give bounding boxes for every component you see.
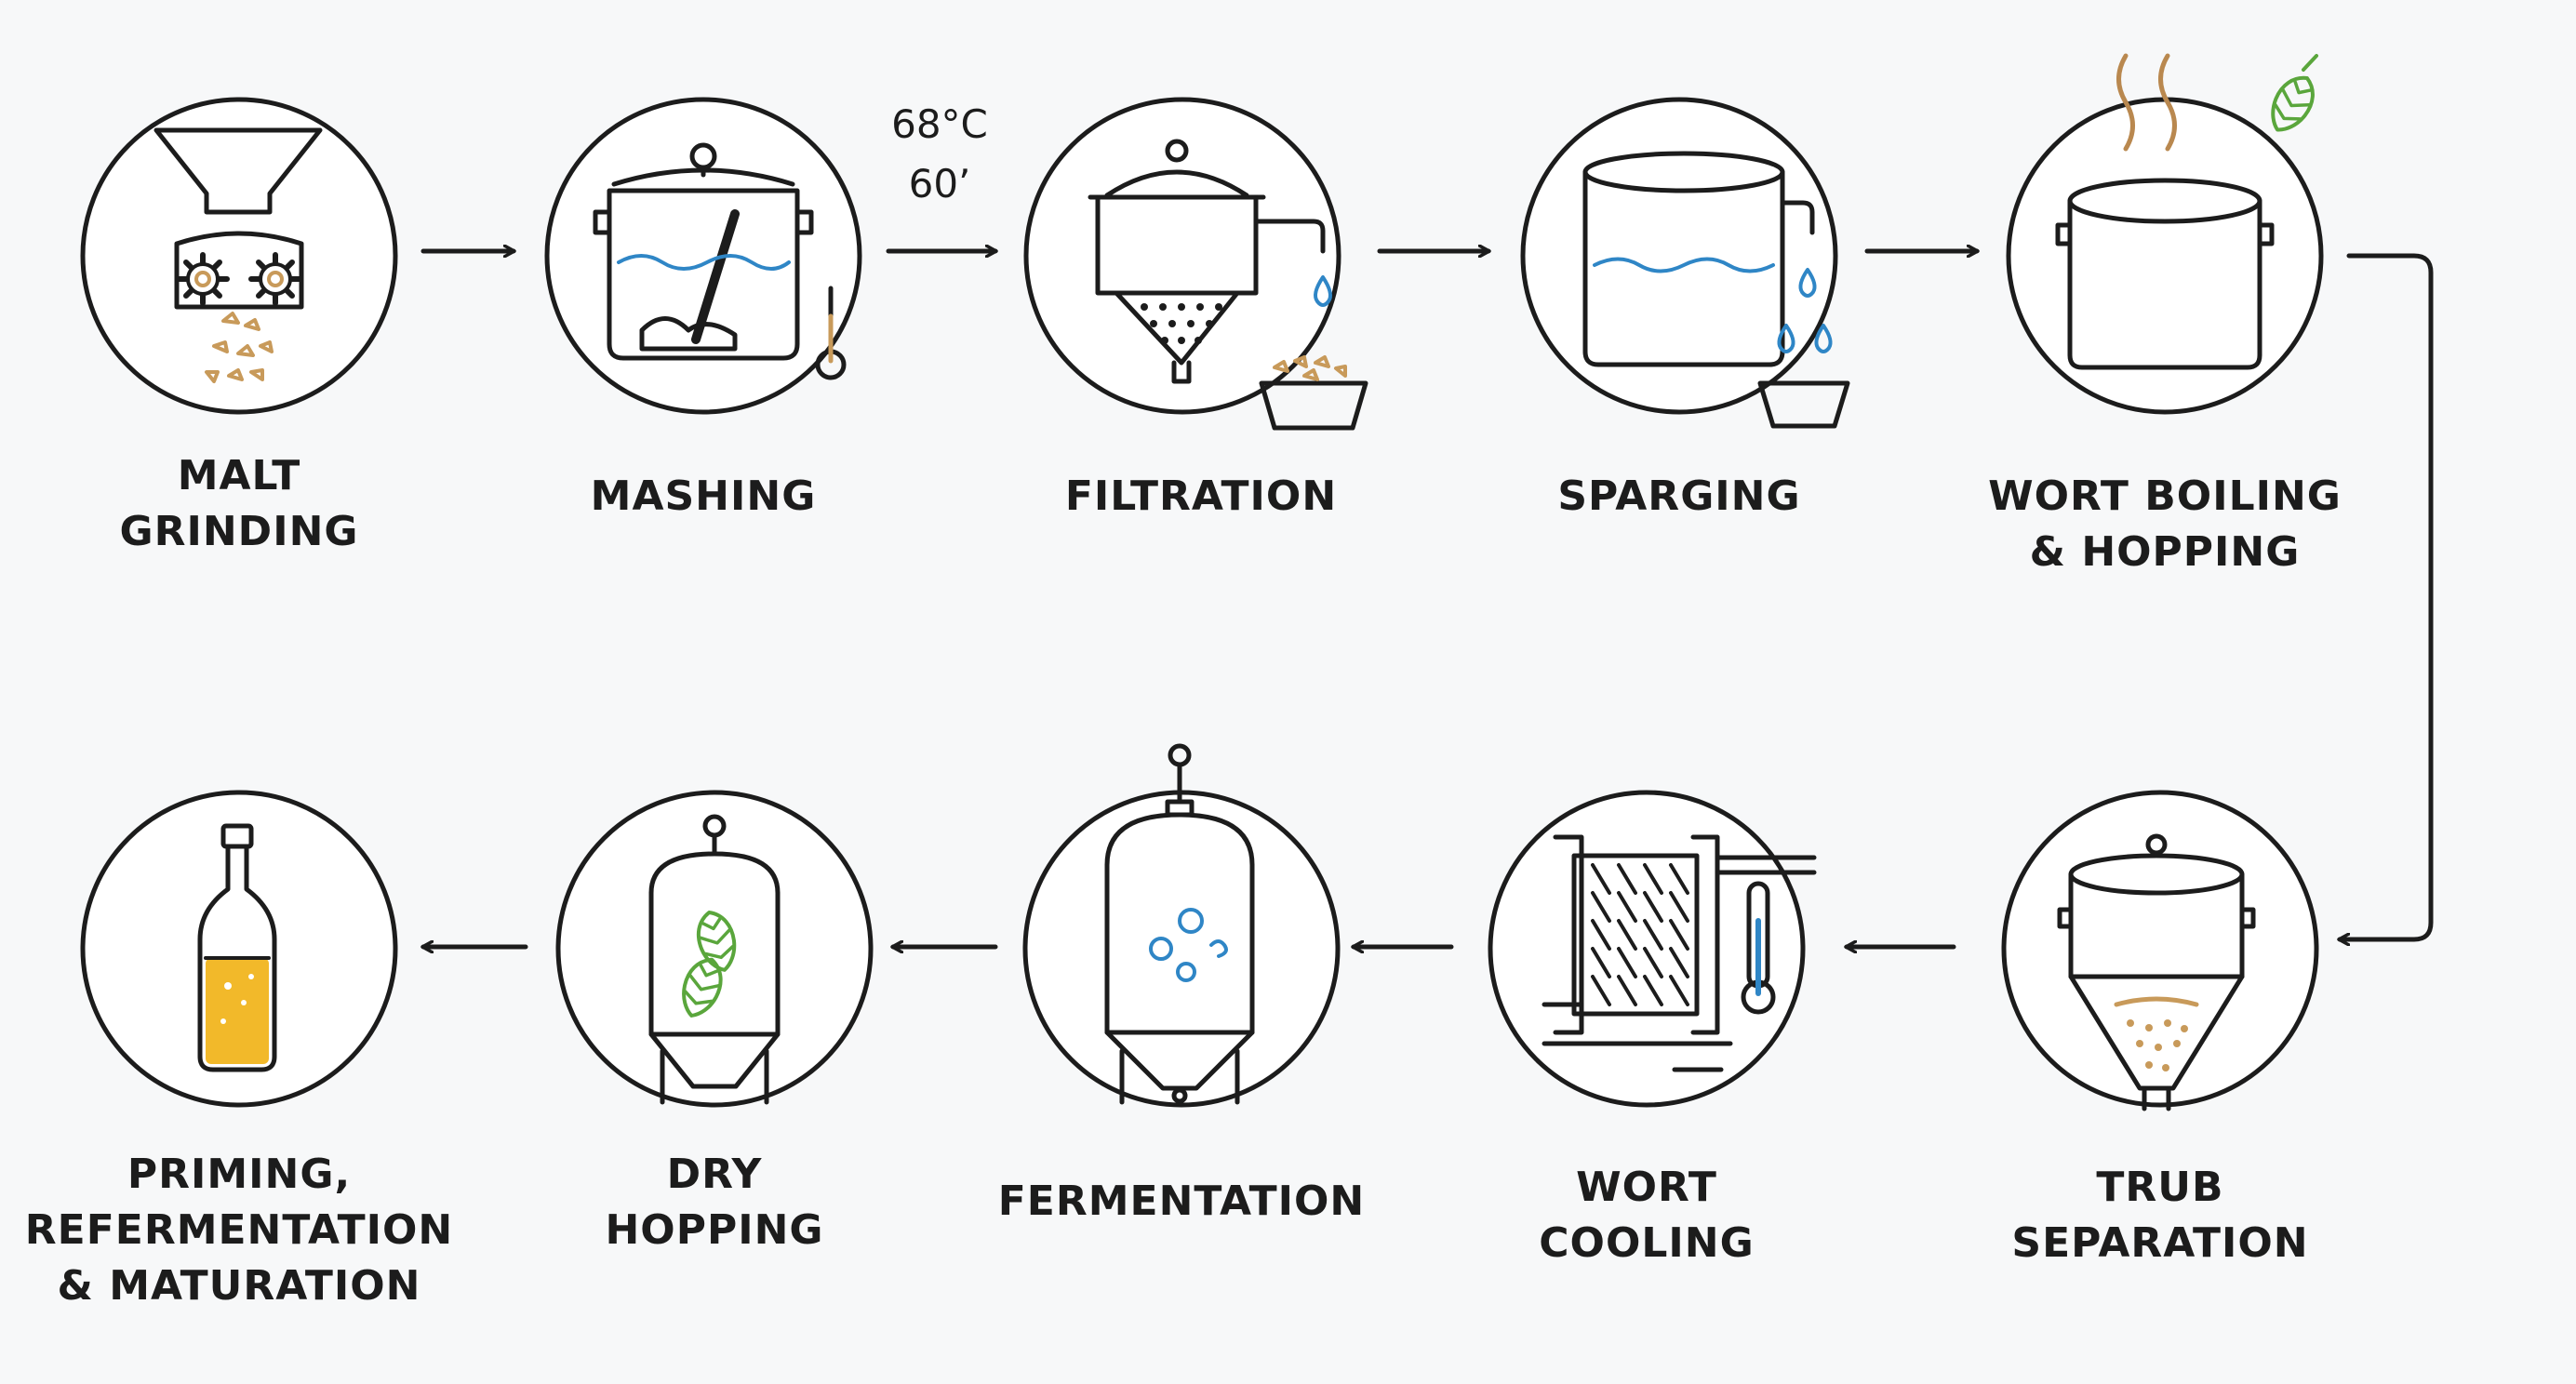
step-circle-sparging: [1520, 97, 1838, 415]
label-dry-hopping: DRY HOPPING: [605, 1151, 824, 1254]
arrow-5-connector: [2340, 253, 2434, 939]
step-circle-filtration: [1023, 97, 1341, 415]
mash-tun-icon: [593, 142, 847, 380]
step-circle-malt-grinding: [80, 97, 398, 415]
sparge-vessel-icon: [1582, 151, 1850, 429]
boil-kettle-icon: [2055, 53, 2322, 370]
label-wort-boiling: WORT BOILING & HOPPING: [1988, 472, 2342, 576]
label-filtration: FILTRATION: [1064, 472, 1338, 520]
mashing-temperature: 68°C: [891, 101, 988, 147]
step-circle-mashing: [544, 97, 862, 415]
dry-hop-fermenter-icon: [648, 814, 781, 1105]
label-fermentation: FERMENTATION: [997, 1178, 1366, 1225]
lauter-tun-icon: [1088, 139, 1368, 431]
label-mashing: MASHING: [590, 472, 817, 520]
label-priming: PRIMING, REFERMENTATION & MATURATION: [24, 1151, 454, 1310]
plate-chiller-icon: [1542, 834, 1817, 1072]
step-circle-fermentation: [1022, 790, 1341, 1108]
label-sparging: SPARGING: [1557, 472, 1801, 520]
label-wort-cooling: WORT COOLING: [1539, 1164, 1755, 1267]
beer-bottle-icon: [197, 823, 277, 1072]
step-circle-priming: [80, 790, 398, 1108]
fermenter-icon: [1104, 743, 1255, 1105]
step-circle-dry-hopping: [555, 790, 874, 1108]
whirlpool-icon: [2057, 833, 2256, 1111]
mashing-duration: 60’: [908, 161, 971, 206]
label-trub-separation: TRUB SEPARATION: [2011, 1164, 2309, 1267]
mashing-temp-time-note: 68°C 60’: [874, 95, 1005, 214]
label-malt-grinding: MALT GRINDING: [119, 452, 359, 555]
grain-mill-icon: [153, 127, 323, 383]
